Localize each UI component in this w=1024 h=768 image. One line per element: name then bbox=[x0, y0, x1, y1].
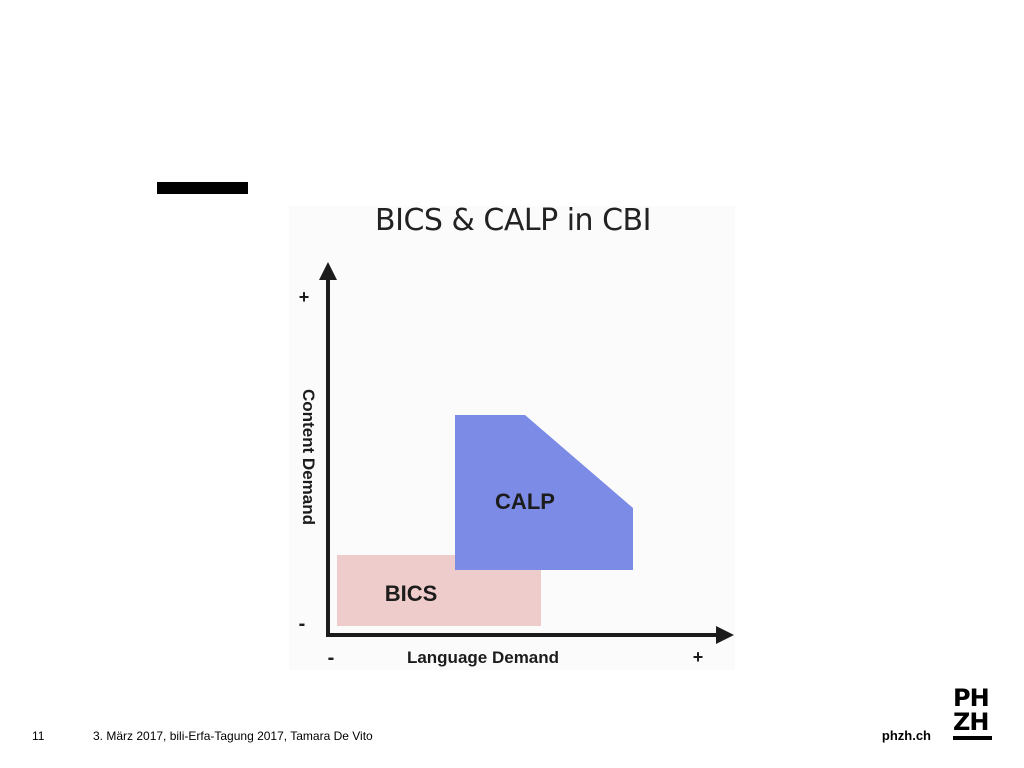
y-axis-arrow bbox=[319, 262, 337, 280]
accent-bar bbox=[157, 182, 248, 194]
x-axis-arrow bbox=[716, 626, 734, 644]
y-minus-sign: - bbox=[299, 613, 306, 635]
logo-line-2: ZH bbox=[953, 708, 990, 736]
logo-underline bbox=[953, 736, 992, 740]
x-axis-label: Language Demand bbox=[407, 648, 559, 667]
phzh-logo: PH ZH bbox=[953, 686, 993, 740]
x-plus-sign: + bbox=[693, 647, 704, 667]
page-number: 11 bbox=[32, 729, 45, 743]
diagram-title: BICS & CALP in CBI bbox=[375, 203, 651, 238]
site-link[interactable]: phzh.ch bbox=[881, 728, 931, 743]
footer-text: 3. März 2017, bili-Erfa-Tagung 2017, Tam… bbox=[93, 729, 373, 743]
y-plus-sign: + bbox=[299, 287, 310, 307]
logo-line-1: PH bbox=[953, 684, 990, 712]
bics-label: BICS bbox=[385, 581, 438, 606]
y-axis-label: Content Demand bbox=[299, 389, 318, 525]
calp-label: CALP bbox=[495, 489, 555, 514]
calp-box bbox=[455, 415, 633, 570]
x-minus-sign: - bbox=[328, 647, 335, 669]
